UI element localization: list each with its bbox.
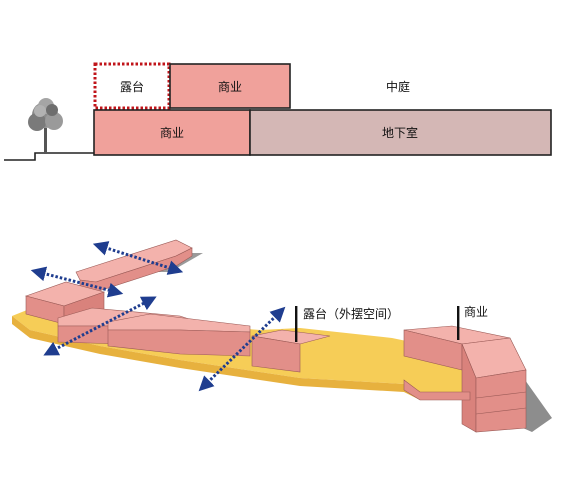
commercial-lower-box: [93, 109, 251, 156]
right-tower-side: [475, 369, 527, 433]
lower-right-slab: [403, 379, 471, 401]
terrace-box: [93, 62, 171, 110]
courtyard-label: 中庭: [386, 79, 410, 94]
terrace-label: 露台: [120, 79, 144, 94]
basement-box: [249, 109, 552, 156]
terrace-callout-post: [295, 306, 298, 342]
tree-icon: [28, 98, 63, 154]
arrow-left-diagonal: [43, 296, 157, 356]
commercial-lower-label: 商业: [160, 125, 184, 140]
commercial-callout-label: 商业: [464, 304, 488, 319]
basement-label: 地下室: [382, 125, 418, 140]
ground-line: [4, 152, 94, 161]
axonometric-diagram: 露台（外摆空间） 商业: [12, 239, 552, 433]
section-diagram: 露台 商业 中庭 商业 地下室: [4, 62, 552, 161]
commercial-upper-label: 商业: [218, 79, 242, 94]
commercial-callout-post: [457, 306, 460, 340]
terrace-callout-label: 露台（外摆空间）: [303, 306, 399, 321]
commercial-upper-box: [169, 63, 291, 109]
